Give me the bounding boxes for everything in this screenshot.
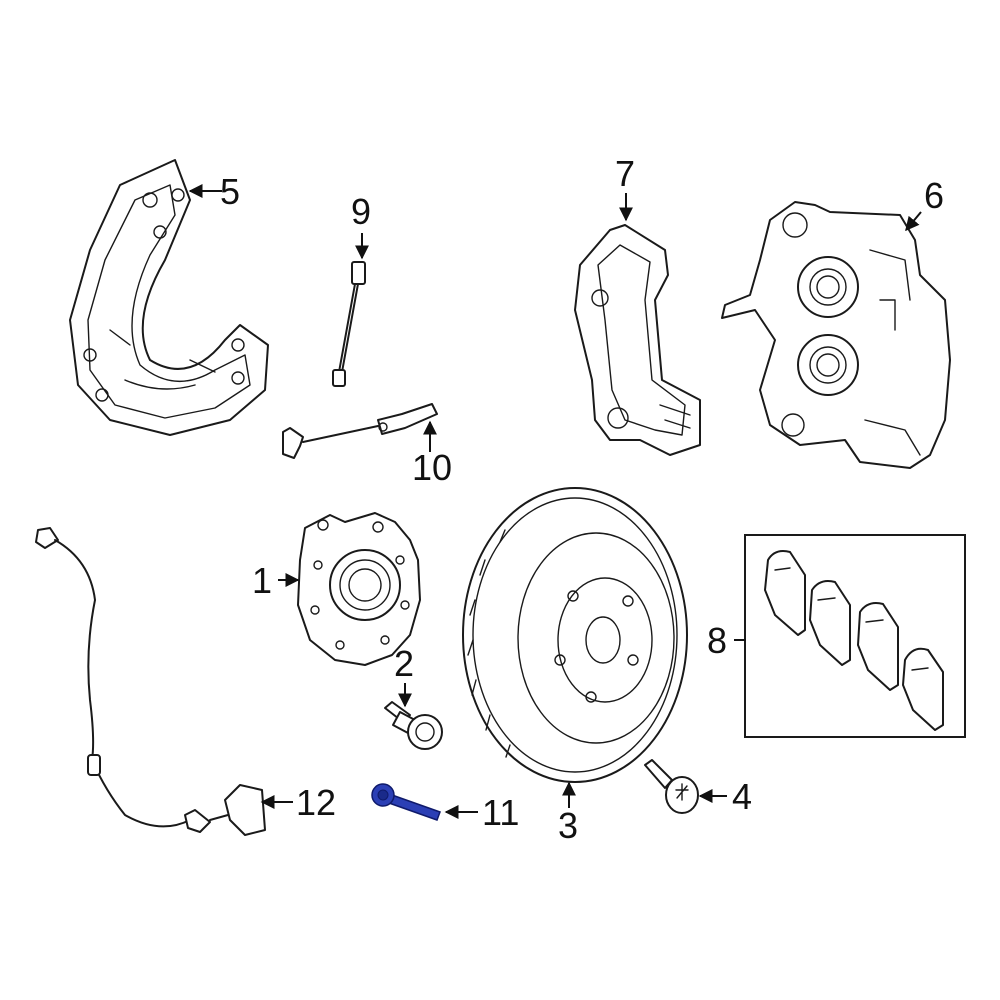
callout-9: 9: [351, 191, 371, 232]
callout-6: 6: [924, 175, 944, 216]
callout-labels: 5 9 10 7 6 1 2 3 4 8 11 12: [220, 153, 944, 846]
callout-12: 12: [296, 782, 336, 823]
splash-shield-part-5[interactable]: [69, 159, 269, 436]
callout-10: 10: [412, 447, 452, 488]
abs-wire-part-12[interactable]: [35, 527, 266, 836]
bolt-part-2[interactable]: [384, 701, 443, 750]
callout-5: 5: [220, 171, 240, 212]
callout-7: 7: [615, 153, 635, 194]
callout-leaders: [188, 184, 922, 819]
brake-pads-part-8[interactable]: [744, 534, 966, 738]
callout-1: 1: [252, 560, 272, 601]
wheel-hub-part-1[interactable]: [297, 512, 421, 666]
brake-caliper-part-6[interactable]: [721, 201, 951, 469]
callout-3: 3: [558, 805, 578, 846]
caliper-bracket-part-7[interactable]: [574, 224, 701, 456]
bolt-part-11-highlighted[interactable]: [371, 783, 441, 821]
wear-sensor-part-9[interactable]: [332, 261, 366, 387]
callout-2: 2: [394, 643, 414, 684]
callout-4: 4: [732, 776, 752, 817]
wear-sensor-part-10[interactable]: [282, 403, 438, 459]
callout-8: 8: [707, 620, 727, 661]
screw-part-4[interactable]: [644, 759, 699, 814]
brake-rotor-part-3[interactable]: [462, 487, 688, 783]
callout-11: 11: [482, 792, 519, 833]
